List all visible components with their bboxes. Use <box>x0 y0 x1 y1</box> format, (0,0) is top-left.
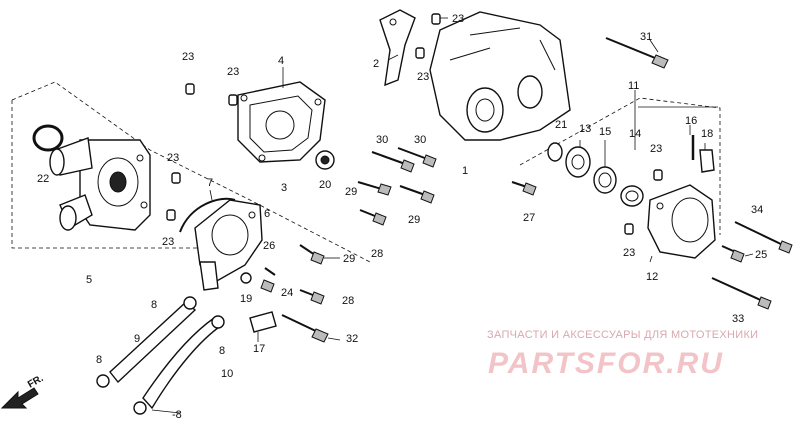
o-ring-22 <box>32 124 64 152</box>
washer-19 <box>240 272 252 284</box>
callout-7: 7 <box>207 177 213 189</box>
housing-12 <box>647 184 716 259</box>
bearing-13 <box>565 146 591 178</box>
callout-22: 22 <box>37 173 49 185</box>
water-pump-housing <box>49 137 151 231</box>
callout-23-b: 23 <box>227 66 239 78</box>
callout-18: 18 <box>701 128 713 140</box>
assembly-bracket-right <box>519 97 721 235</box>
hose-9 <box>109 301 197 384</box>
callout-28-a: 28 <box>371 248 383 260</box>
seal-15 <box>593 166 617 194</box>
bracket-2 <box>379 9 416 87</box>
callout-23-e: 23 <box>452 13 464 25</box>
callout-labels: 1 2 3 4 5 6 7 8 8 8 -8 9 10 11 12 13 14 … <box>37 13 767 421</box>
callout-3: 3 <box>281 182 287 194</box>
seal-21 <box>547 142 563 162</box>
callout-30-b: 30 <box>414 134 426 146</box>
o-ring-7 <box>179 197 236 233</box>
callout-8-a: 8 <box>151 299 157 311</box>
callout-9: 9 <box>134 333 140 345</box>
callout-2: 2 <box>373 58 379 70</box>
callout-30-a: 30 <box>376 134 388 146</box>
bolt-18 <box>699 149 715 173</box>
callout-8-c: 8 <box>219 345 225 357</box>
callout-15: 15 <box>599 126 611 138</box>
callout-25: 25 <box>755 249 767 261</box>
callout-20: 20 <box>319 179 331 191</box>
callout-6: 6 <box>264 208 270 220</box>
callout-23-c: 23 <box>167 152 179 164</box>
callout-23-d: 23 <box>162 236 174 248</box>
callout-24: 24 <box>281 287 293 299</box>
front-direction-label: FR. <box>26 373 46 391</box>
callout-16: 16 <box>685 115 697 127</box>
callout-33: 33 <box>732 313 744 325</box>
callout-23-f: 23 <box>417 71 429 83</box>
callout-12: 12 <box>646 271 658 283</box>
callout-27: 27 <box>523 212 535 224</box>
callout-23-h: 23 <box>623 247 635 259</box>
hose-clips <box>96 296 225 415</box>
callout-1: 1 <box>462 165 468 177</box>
callout-5: 5 <box>86 274 92 286</box>
callout-14: 14 <box>629 128 641 140</box>
callout-8-d: -8 <box>172 409 182 421</box>
callout-13: 13 <box>579 123 591 135</box>
callout-23-g: 23 <box>650 143 662 155</box>
pump-body <box>194 199 263 291</box>
callout-19: 19 <box>240 293 252 305</box>
callout-31: 31 <box>640 31 652 43</box>
callout-26: 26 <box>263 240 275 252</box>
pump-cover-gasket <box>237 81 326 163</box>
front-direction-arrow <box>0 387 39 409</box>
callout-8-b: 8 <box>96 354 102 366</box>
callout-4: 4 <box>278 55 284 67</box>
callout-29-c: 29 <box>343 253 355 265</box>
callout-21: 21 <box>555 119 567 131</box>
callout-29-b: 29 <box>408 214 420 226</box>
spring-14 <box>620 185 644 207</box>
callout-23-a: 23 <box>182 51 194 63</box>
watermark-tagline: ЗАПЧАСТИ И АКСЕССУАРЫ ДЛЯ МОТОТЕХНИКИ <box>487 329 759 341</box>
leader-lines <box>151 17 754 414</box>
bracket-17 <box>249 311 277 333</box>
callout-32: 32 <box>346 333 358 345</box>
callout-11: 11 <box>628 80 639 92</box>
watermark-logo: PARTSFOR.RU <box>488 347 724 380</box>
callout-28-b: 28 <box>342 295 354 307</box>
bolts <box>260 37 793 343</box>
callout-29-a: 29 <box>345 186 357 198</box>
collar-20 <box>315 150 335 170</box>
callout-17: 17 <box>253 343 265 355</box>
side-cover <box>429 11 571 141</box>
callout-10: 10 <box>221 368 233 380</box>
dowel-pins <box>166 13 663 235</box>
callout-34: 34 <box>751 204 763 216</box>
